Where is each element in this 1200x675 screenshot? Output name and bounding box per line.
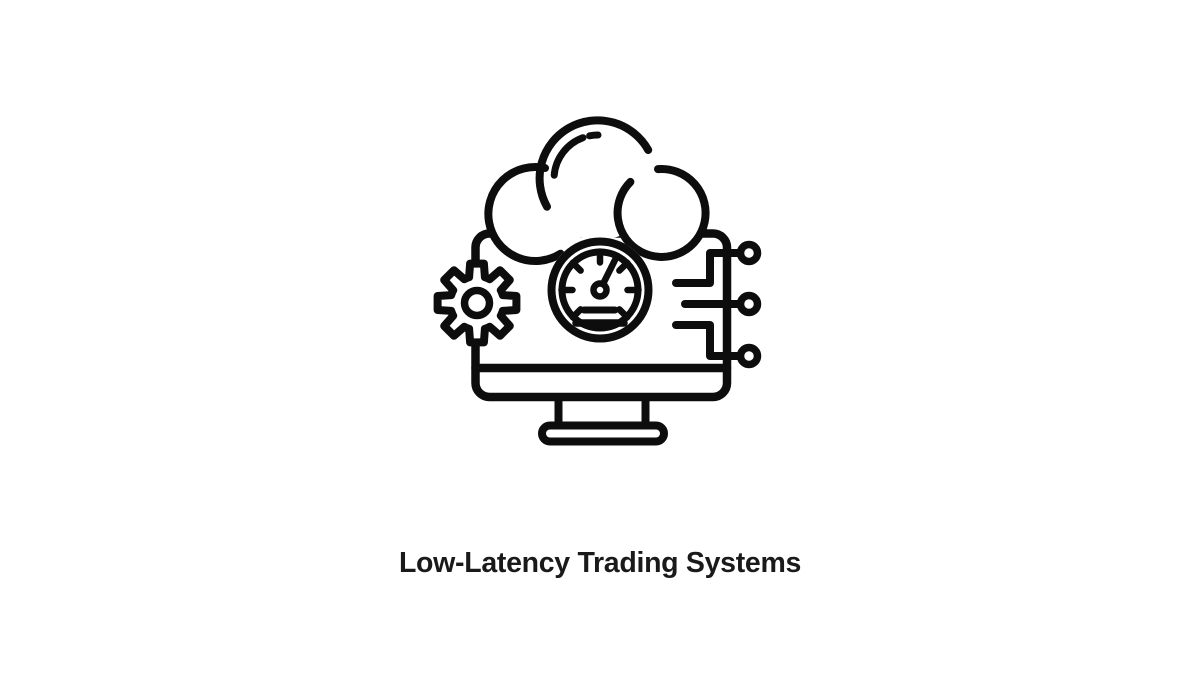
cloud-fill-right xyxy=(614,166,709,260)
cloud-left-lobe xyxy=(484,163,565,265)
cloud-shine-arc xyxy=(550,134,587,179)
circuit-node-top xyxy=(736,240,762,266)
cloud-right-lobe xyxy=(613,164,710,261)
gauge-icon xyxy=(547,237,653,343)
circuit-node-middle xyxy=(736,291,762,317)
monitor-stand-base xyxy=(538,421,668,446)
cloud-top-lobe xyxy=(535,116,653,211)
monitor-stand-neck xyxy=(554,395,650,428)
gauge-needle-hub xyxy=(590,280,610,300)
circuit-trace-bottom xyxy=(672,321,742,360)
cloud-shine-dash xyxy=(586,131,602,140)
gauge-outer-ring xyxy=(547,237,653,343)
cloud-fill-left xyxy=(487,163,587,263)
circuit-node-bottom xyxy=(736,343,762,369)
gauge-ticks xyxy=(558,248,642,321)
hero-illustration xyxy=(433,116,762,446)
circuit-nodes-icon xyxy=(672,240,762,369)
cloud-icon xyxy=(484,116,710,265)
page-title: Low-Latency Trading Systems xyxy=(398,547,802,579)
gear-icon xyxy=(433,259,521,347)
gear-hole xyxy=(460,286,494,320)
circuit-trace-top xyxy=(672,249,741,287)
